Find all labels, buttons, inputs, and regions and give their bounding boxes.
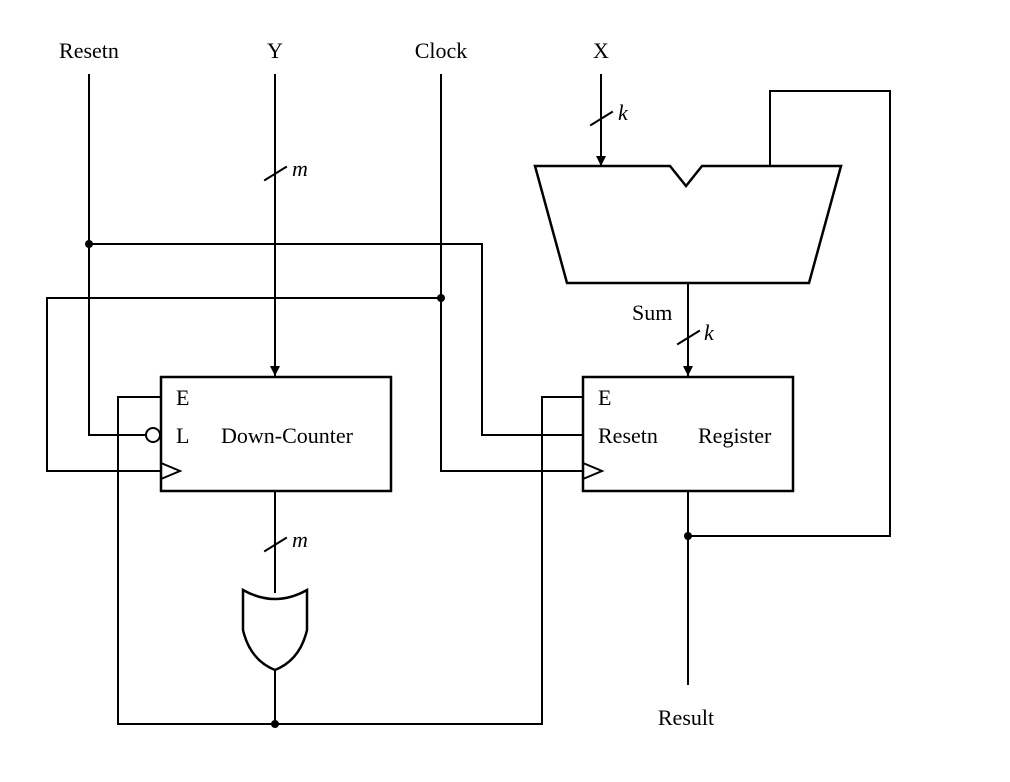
- enable-wire: [117, 396, 584, 725]
- resetn-input-label: Resetn: [59, 38, 119, 63]
- x-input-label: X: [593, 38, 609, 63]
- clock-wire: [46, 74, 584, 472]
- result-label: Result: [658, 705, 714, 730]
- adder: [533, 164, 843, 285]
- y-bus-width-label: m: [292, 156, 308, 181]
- down-counter-box: [159, 375, 393, 493]
- down-counter-port-e: E: [176, 385, 189, 410]
- y-bus-width-slash: [263, 165, 288, 182]
- x-bus-width-slash: [589, 110, 614, 127]
- down-counter-load-bubble: [145, 427, 161, 443]
- register-port-resetn: Resetn: [598, 423, 658, 448]
- clock-junction: [437, 294, 445, 302]
- register-clock-triangle: [581, 461, 605, 481]
- sum-label: Sum: [632, 300, 672, 325]
- down-counter-port-l: L: [176, 423, 189, 448]
- clock-input-label: Clock: [415, 38, 468, 63]
- down-counter-clock-triangle: [159, 461, 183, 481]
- x-bus-width-label: k: [618, 100, 629, 125]
- register-port-e: E: [598, 385, 611, 410]
- register-label: Register: [698, 423, 772, 448]
- down-counter-label: Down-Counter: [221, 423, 354, 448]
- counter-out-width-slash: [263, 536, 288, 553]
- or-gate: [241, 587, 309, 672]
- register-box: [581, 375, 795, 493]
- y-input-label: Y: [267, 38, 283, 63]
- resetn-junction: [85, 240, 93, 248]
- enable-junction: [271, 720, 279, 728]
- feedback-wire: [687, 90, 891, 537]
- sum-bus-width-slash: [676, 329, 701, 346]
- resetn-wire: [88, 74, 584, 436]
- counter-out-width-label: m: [292, 527, 308, 552]
- sum-bus-width-label: k: [704, 320, 715, 345]
